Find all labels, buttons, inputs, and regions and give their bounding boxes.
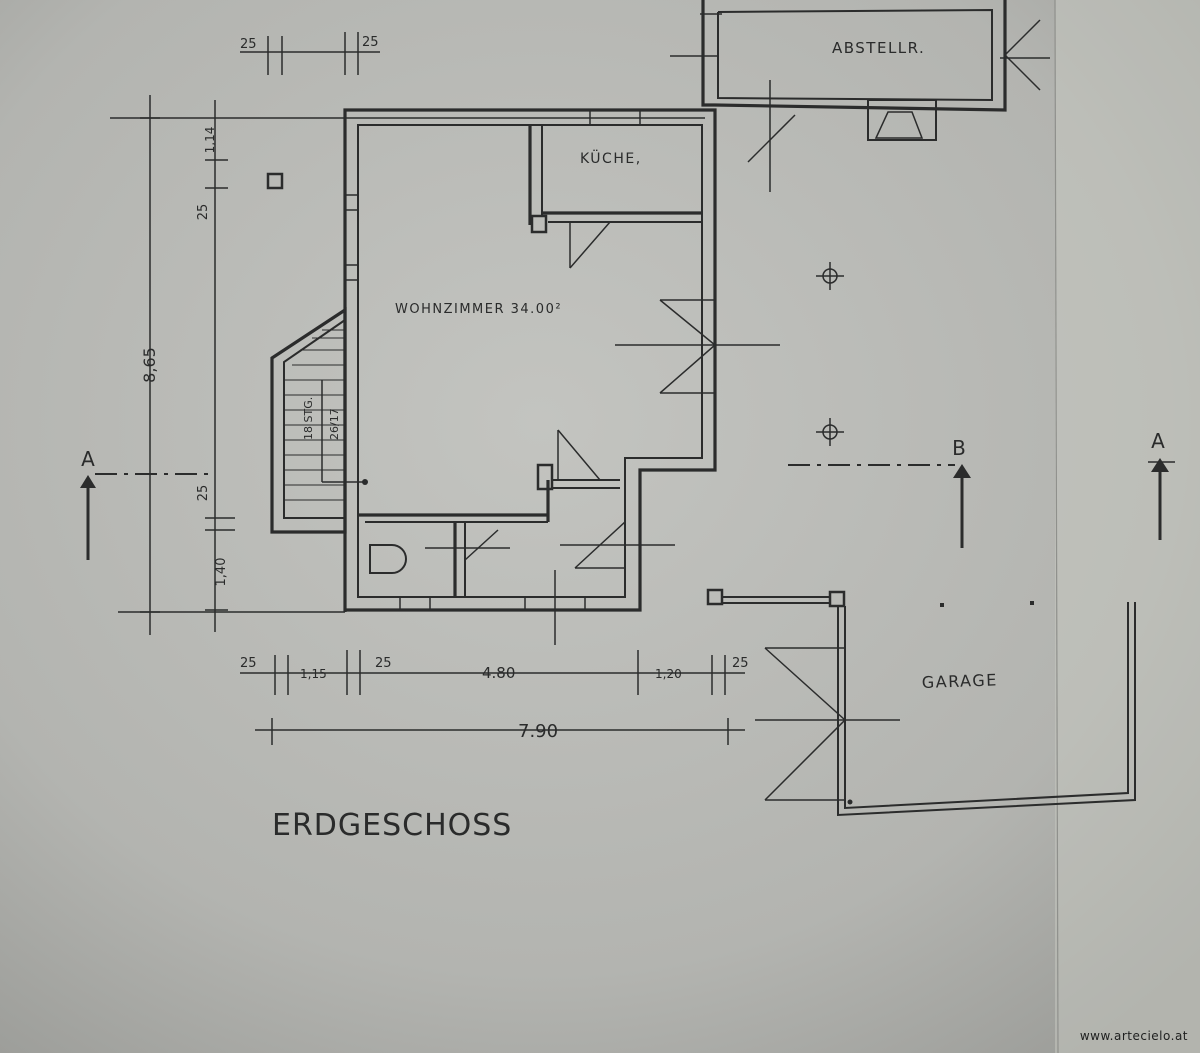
dim-top-right: 25 [362, 35, 379, 50]
dim-h-120: 1,20 [655, 667, 682, 681]
room-label-storage: ABSTELLR. [832, 39, 925, 57]
dim-h-25-c: 25 [732, 656, 749, 671]
dim-vertical-total: 8,65 [140, 347, 159, 383]
dim-vertical-114: 1,14 [203, 127, 217, 154]
dim-h-480: 4.80 [482, 664, 515, 682]
section-mark-a-left: A [81, 447, 95, 471]
dim-vertical-140: 1,40 [214, 558, 229, 587]
watermark: www.artecielo.at [1079, 1029, 1188, 1043]
dim-h-25-b: 25 [375, 656, 392, 671]
dim-h-25-a: 25 [240, 656, 257, 671]
staircase [270, 307, 368, 534]
garage-walls [706, 588, 1136, 817]
dim-top-left: 25 [240, 37, 257, 52]
plan-title: ERDGESCHOSS [272, 808, 512, 843]
dimension-lines [110, 32, 745, 745]
section-mark-b: B [952, 436, 966, 460]
dim-vertical-25-bottom: 25 [196, 485, 211, 502]
dim-h-115: 1,15 [300, 667, 327, 681]
stair-label-steps: 18 STG. [302, 397, 315, 440]
dim-vertical-25-top: 25 [196, 204, 211, 221]
paper-fold-strip [1055, 0, 1200, 1053]
paper-fold-line [1054, 0, 1059, 1053]
section-lines [80, 458, 1175, 560]
terrace-posts [266, 172, 844, 446]
section-mark-a-right: A [1151, 429, 1165, 453]
dim-h-total: 7.90 [518, 721, 558, 742]
room-label-living: WOHNZIMMER 34.00² [395, 302, 562, 317]
house-walls [343, 108, 717, 612]
room-label-kitchen: KÜCHE, [580, 149, 642, 167]
stair-label-ratio: 26/17 [328, 408, 341, 440]
room-label-garage: GARAGE [921, 670, 998, 692]
storage-room-walls [670, 0, 1050, 141]
